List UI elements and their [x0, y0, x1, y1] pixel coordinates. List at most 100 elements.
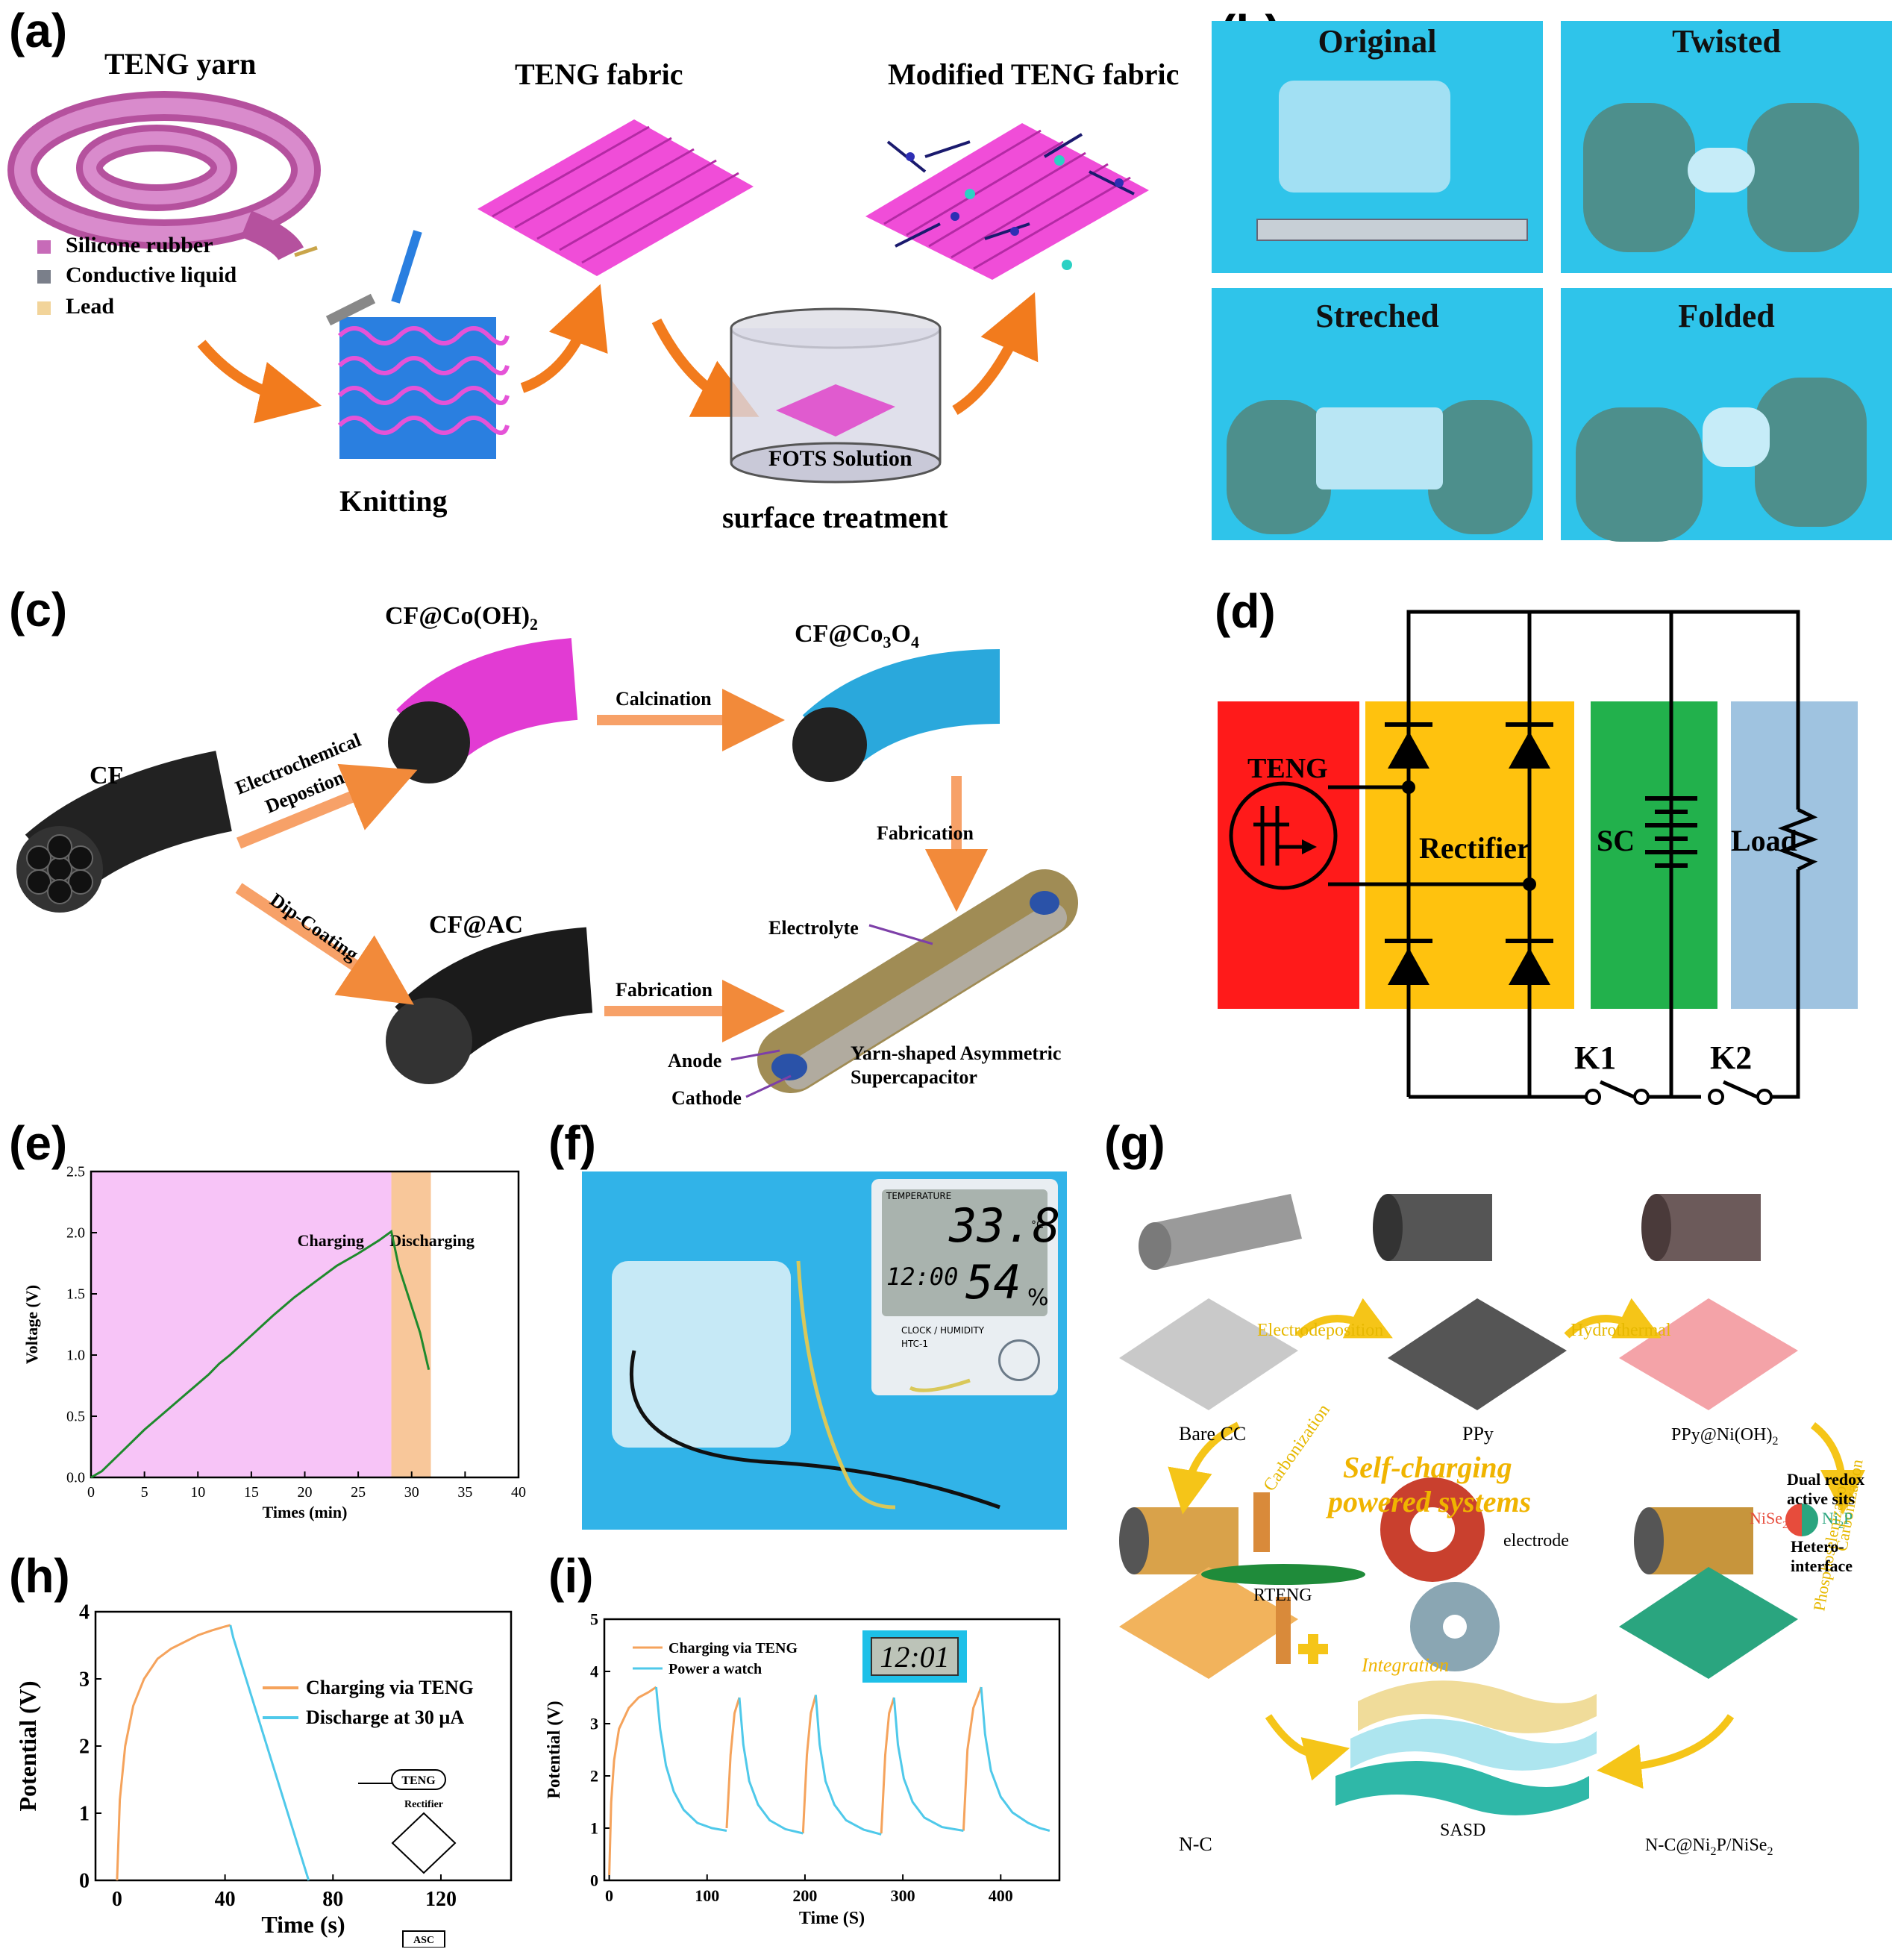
y-tick-label: 4: [79, 1601, 90, 1624]
glove-left: [1583, 103, 1695, 252]
arrow-hydrothermal: [1564, 1298, 1662, 1339]
x-tick-label: 40: [511, 1484, 526, 1501]
knitting-block: [325, 230, 510, 459]
fabric-twisted: [1688, 148, 1755, 193]
x-tick-label: 40: [215, 1888, 236, 1911]
sasd-device: [1335, 1680, 1597, 1815]
glove-left: [1576, 407, 1703, 542]
y-tick-label: 1: [79, 1802, 90, 1825]
teng-yarn-spiral: [7, 91, 321, 261]
photo-folded: [1561, 288, 1892, 542]
rteng-label: RTENG: [1253, 1586, 1312, 1605]
diodes: [1385, 722, 1553, 985]
hetero-label-1: Hetero-: [1791, 1537, 1844, 1556]
inset-asc-box: [402, 1930, 445, 1948]
arrow-to-modified: [952, 292, 1039, 416]
clock-humidity-label: CLOCK / HUMIDITY: [901, 1325, 985, 1336]
plot-frame: [603, 1618, 1061, 1882]
self-charging-label: Self-charging: [1343, 1451, 1512, 1484]
legend-label: Charging via TENG: [306, 1677, 474, 1698]
y-tick-label: 2.5: [66, 1164, 85, 1180]
arrow-electrodeposition: [1295, 1298, 1393, 1339]
series-line-charging-via-teng: [608, 1686, 657, 1876]
teng-fabric-title: TENG fabric: [515, 57, 683, 91]
cf-co3o4-fiber: [792, 649, 1000, 782]
teng-fabric: [477, 119, 754, 276]
series-line-power-a-watch: [655, 1686, 727, 1832]
surface-treatment-label: surface treatment: [722, 501, 948, 534]
switch-k1-label: K1: [1574, 1039, 1616, 1076]
series-line-power-a-watch: [814, 1695, 882, 1836]
region-label: Charging: [298, 1231, 364, 1250]
resistor-symbol: [1777, 807, 1819, 872]
hetero-label-2: interface: [1791, 1557, 1853, 1575]
knitting-label: Knitting: [339, 484, 448, 518]
panel-label-d: (d): [1215, 584, 1276, 638]
photo-stretched: [1212, 288, 1543, 540]
arrow-dip-coating: [235, 883, 414, 1005]
wires: [629, 1260, 1000, 1510]
caption-twisted: Twisted: [1672, 23, 1781, 60]
panel-label-c: (c): [9, 583, 68, 636]
ncni-label: N-C@Ni2P/NiSe2: [1645, 1836, 1773, 1858]
x-tick-label: 10: [190, 1484, 205, 1501]
teng-label: TENG: [1247, 753, 1328, 784]
plus-icon: [1298, 1634, 1328, 1664]
fabric-stretched: [1316, 407, 1443, 489]
x-tick-label: 100: [695, 1886, 719, 1905]
cf-ac-label: CF@AC: [429, 911, 523, 939]
y-axis-label: Potential (V): [14, 1680, 41, 1811]
x-tick-label: 0: [87, 1484, 95, 1501]
cf-bundle: [16, 751, 233, 913]
y-axis-label: Potential (V): [545, 1701, 564, 1798]
plot-frame: [94, 1610, 513, 1882]
x-tick-label: 25: [351, 1484, 366, 1501]
integration-label: Integration: [1361, 1654, 1449, 1676]
y-tick-label: 2: [79, 1735, 90, 1758]
panel-label-e: (e): [9, 1116, 68, 1170]
inset-teng-box: [391, 1769, 446, 1790]
bare-cc-rod: [1139, 1194, 1302, 1270]
x-tick-label: 5: [141, 1484, 148, 1501]
fots-solution-label: FOTS Solution: [768, 446, 912, 471]
legend-label: Discharge at 30 µA: [306, 1706, 464, 1728]
arrow-phosphoselenization: [1810, 1422, 1865, 1515]
fan-icon: [998, 1339, 1040, 1381]
photo-twisted: [1561, 21, 1892, 273]
panel-label-g: (g): [1104, 1116, 1165, 1170]
watch-lcd-value: 12:01: [880, 1640, 949, 1674]
y-tick-label: 1.0: [66, 1348, 85, 1364]
sc-block: [1591, 701, 1717, 1009]
legend-label-silicone: Silicone rubber: [66, 233, 213, 257]
photo-original: [1212, 21, 1543, 273]
x-tick-label: 300: [891, 1886, 915, 1905]
series-line-charging-via-teng: [962, 1686, 983, 1831]
bare-cc-fabric: [1119, 1298, 1298, 1410]
calcination-label: Calcination: [616, 688, 712, 710]
electrodeposition-label: Electrodeposition: [1257, 1321, 1383, 1340]
panel-label-a: (a): [9, 4, 68, 57]
switch-k2-label: K2: [1710, 1039, 1752, 1076]
cf-label: CF: [90, 762, 123, 789]
nise2-label: NiSe2: [1750, 1509, 1788, 1531]
dip-coating-label: Dip-Coating: [266, 889, 363, 965]
arrow-ncni-to-sasd: [1597, 1714, 1735, 1789]
ppy-label: PPy: [1462, 1423, 1494, 1445]
fabrication-label-1: Fabrication: [877, 822, 974, 844]
cf-coh2-fiber: [388, 638, 578, 783]
cf-ac-fiber: [386, 927, 593, 1084]
fabric-sample: [1279, 81, 1450, 193]
legend-swatch-conductive: [37, 270, 51, 284]
region-label: Discharging: [389, 1231, 475, 1250]
arrow-to-knitting: [197, 340, 322, 424]
x-tick-label: 0: [112, 1888, 122, 1911]
y-tick-label: 1: [590, 1818, 598, 1837]
series-line: [90, 1229, 430, 1479]
temperature-label: TEMPERATURE: [886, 1191, 952, 1201]
y-tick-label: 1.5: [66, 1286, 85, 1303]
arrow-to-treatment: [651, 318, 760, 417]
ncni-rod: [1634, 1507, 1753, 1574]
carbonization-label: Carbonization: [1260, 1401, 1334, 1495]
